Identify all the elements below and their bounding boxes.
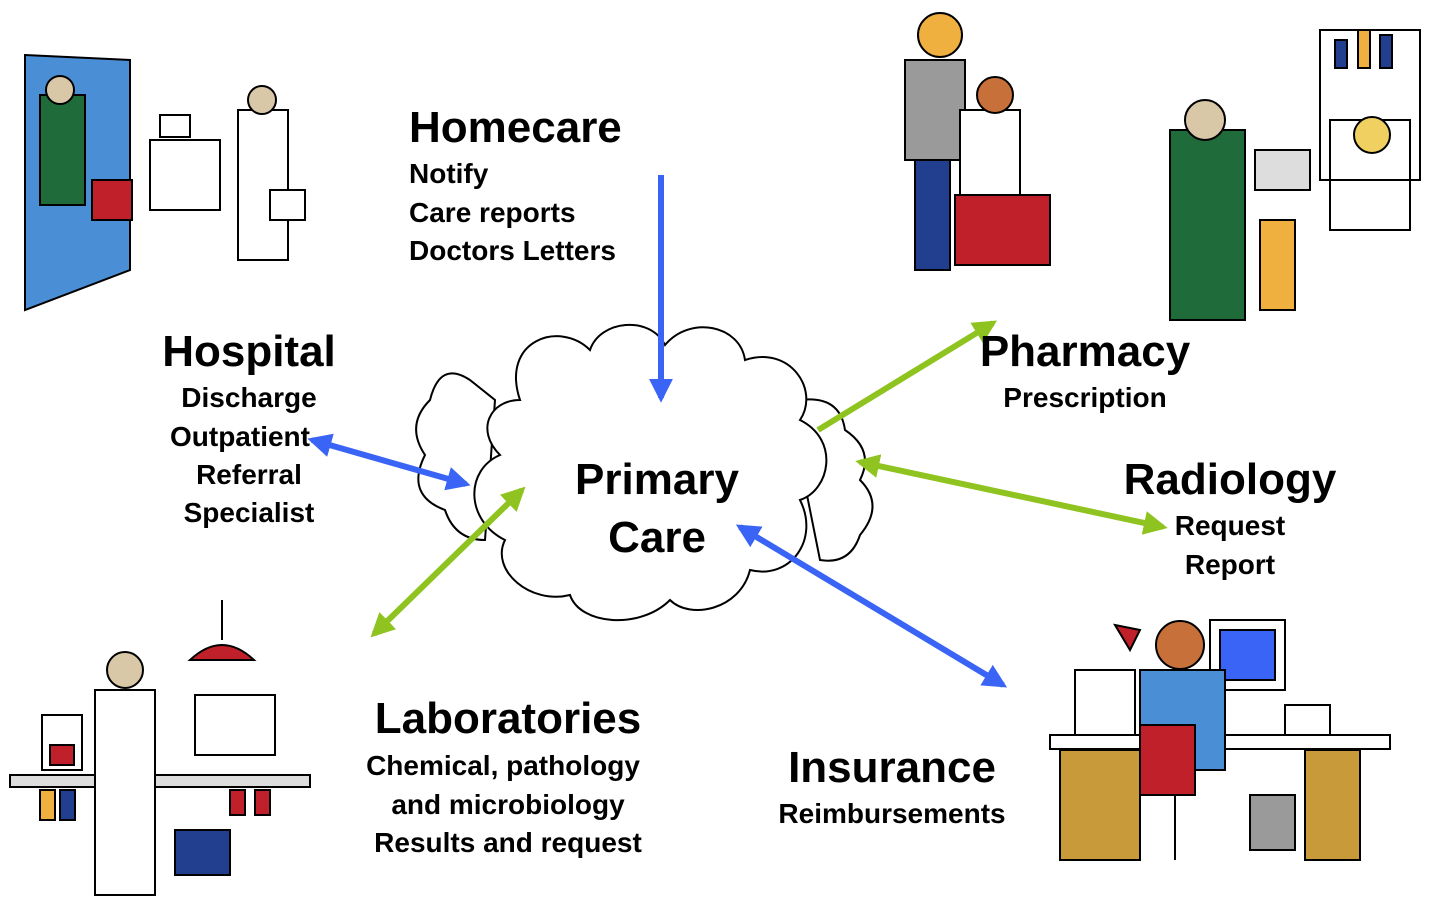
- homecare-title: Homecare: [409, 103, 622, 152]
- hospital-scene-icon: [24, 53, 306, 312]
- hospital-title: Hospital: [162, 327, 336, 376]
- radiology-title: Radiology: [1124, 455, 1337, 504]
- hospital-item: Outpatient: [170, 421, 310, 452]
- arrow-hospital: [307, 433, 471, 491]
- insurance-title: Insurance: [788, 743, 996, 792]
- laboratories-item: Results and request: [374, 827, 642, 858]
- insurance-item: Reimbursements: [778, 798, 1005, 829]
- center-label-line2: Care: [608, 513, 706, 562]
- hospital-item: Specialist: [184, 497, 315, 528]
- arrow-pharmacy: [816, 320, 998, 433]
- pharmacy-scene-icon: [904, 12, 1421, 321]
- office-scene-icon: [1049, 619, 1391, 861]
- radiology-item: Request: [1175, 510, 1285, 541]
- laboratories-title: Laboratories: [375, 694, 642, 743]
- radiology-item: Report: [1185, 549, 1275, 580]
- laboratories-item: Chemical, pathology: [366, 750, 640, 781]
- homecare-item: Care reports: [409, 197, 576, 228]
- laboratory-scene-icon: [9, 600, 311, 896]
- homecare-item: Notify: [409, 158, 489, 189]
- arrow-insurance: [735, 524, 1008, 688]
- hospital-item: Discharge: [181, 382, 316, 413]
- arrow-laboratories: [370, 486, 526, 638]
- arrows: [307, 175, 1168, 688]
- center-label-line1: Primary: [575, 455, 739, 504]
- pharmacy-item: Prescription: [1003, 382, 1166, 413]
- pharmacy-title: Pharmacy: [980, 327, 1191, 376]
- laboratories-item: and microbiology: [391, 789, 625, 820]
- homecare-item: Doctors Letters: [409, 235, 616, 266]
- hospital-item: Referral: [196, 459, 302, 490]
- arrow-radiology: [855, 454, 1168, 535]
